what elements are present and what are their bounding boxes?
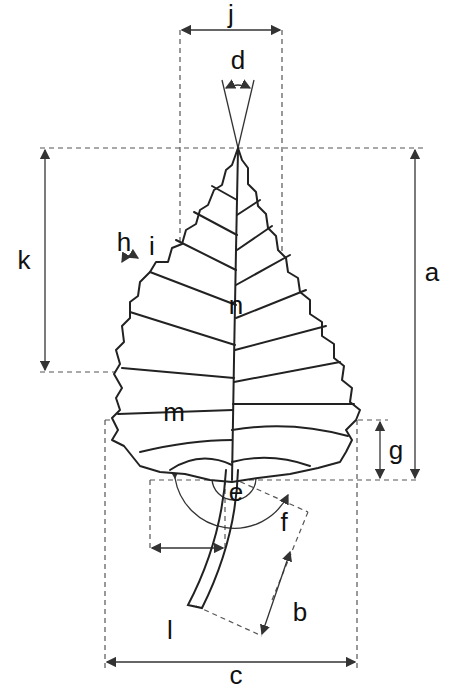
dimension-letter: i	[148, 233, 156, 259]
dimension-letter: c	[229, 662, 244, 688]
dimension-letter: l	[166, 617, 174, 643]
dimension-letter: g	[388, 437, 404, 463]
dimension-letter: e	[228, 479, 244, 505]
dimension-letter: f	[279, 509, 288, 535]
dimension-letter: n	[228, 292, 244, 318]
dimension-letter: a	[424, 259, 440, 285]
dimension-letter: k	[17, 247, 32, 273]
dimension-letter: b	[292, 599, 308, 625]
dimension-letter: m	[162, 399, 186, 425]
dimension-letter: j	[227, 1, 235, 27]
dimension-letter: h	[116, 229, 132, 255]
dimension-letter: d	[230, 47, 246, 73]
